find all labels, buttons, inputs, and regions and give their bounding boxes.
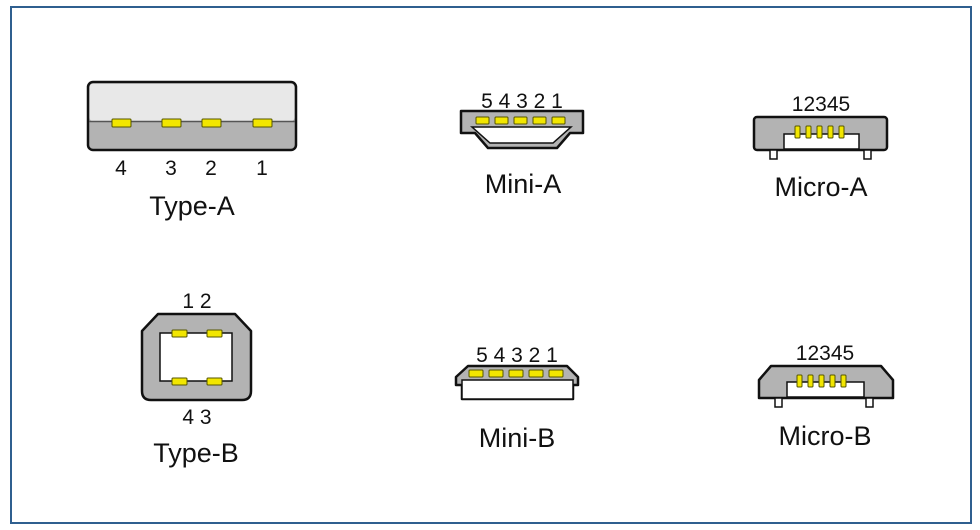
mini-b-connector xyxy=(454,364,580,401)
mini-b-pin-numbers: 5 4 3 2 1 xyxy=(476,344,558,367)
mini-a-pin xyxy=(513,116,528,125)
type-b-pin-2 xyxy=(206,329,223,338)
mini-b-pin xyxy=(468,369,484,378)
micro-a-connector xyxy=(752,115,889,160)
micro-b-connector xyxy=(757,364,895,408)
mini-a-pin-numbers: 5 4 3 2 1 xyxy=(481,90,563,113)
type-b-bottom-pin-numbers: 4 3 xyxy=(182,406,211,429)
micro-a-pin xyxy=(805,125,812,139)
mini-b-pin xyxy=(508,369,524,378)
mini-a-pin xyxy=(532,116,547,125)
mini-b-label: Mini-B xyxy=(479,423,556,453)
micro-a-pin xyxy=(827,125,834,139)
micro-b-label: Micro-B xyxy=(779,421,872,451)
type-b-cavity xyxy=(159,332,233,382)
type-a-upper-face xyxy=(89,83,295,122)
mini-b-pin xyxy=(528,369,544,378)
type-a-pin-number: 3 xyxy=(165,157,177,180)
mini-a-label: Mini-A xyxy=(485,169,562,199)
micro-a-pin xyxy=(794,125,801,139)
type-a-pin-number: 1 xyxy=(256,157,268,180)
type-b-label: Type-B xyxy=(153,438,239,468)
mini-b-pin xyxy=(548,369,564,378)
micro-b-foot xyxy=(865,397,874,408)
micro-b-foot xyxy=(774,397,783,408)
type-a-label: Type-A xyxy=(149,191,235,221)
micro-a-label: Micro-A xyxy=(775,172,868,202)
mini-a-pin xyxy=(551,116,566,125)
mini-a-pin xyxy=(475,116,490,125)
type-a-pin-3 xyxy=(161,118,182,128)
micro-a-pin xyxy=(838,125,845,139)
micro-b-pin xyxy=(807,374,814,388)
type-a-pin-1 xyxy=(252,118,273,128)
type-a-pin-2 xyxy=(201,118,222,128)
micro-a-foot xyxy=(863,149,872,160)
type-a-pin-number: 2 xyxy=(205,157,217,180)
micro-a-pin-numbers: 12345 xyxy=(792,93,850,116)
mini-b-cavity xyxy=(461,379,574,400)
micro-a-pin xyxy=(816,125,823,139)
mini-a-cavity xyxy=(470,126,573,144)
type-a-pin-number: 4 xyxy=(115,157,127,180)
mini-a-connector xyxy=(459,109,585,150)
micro-b-pin xyxy=(818,374,825,388)
type-a-connector xyxy=(86,80,298,152)
type-b-connector xyxy=(140,312,253,402)
mini-a-pin xyxy=(494,116,509,125)
type-b-pin-1 xyxy=(171,329,188,338)
micro-b-pin-numbers: 12345 xyxy=(796,342,854,365)
type-b-top-pin-numbers: 1 2 xyxy=(182,290,211,313)
micro-b-pin xyxy=(840,374,847,388)
micro-a-foot xyxy=(769,149,778,160)
mini-b-pin xyxy=(488,369,504,378)
micro-b-pin xyxy=(829,374,836,388)
type-a-pin-4 xyxy=(111,118,132,128)
micro-b-pin xyxy=(796,374,803,388)
type-b-pin-3 xyxy=(206,377,223,386)
type-b-pin-4 xyxy=(171,377,188,386)
